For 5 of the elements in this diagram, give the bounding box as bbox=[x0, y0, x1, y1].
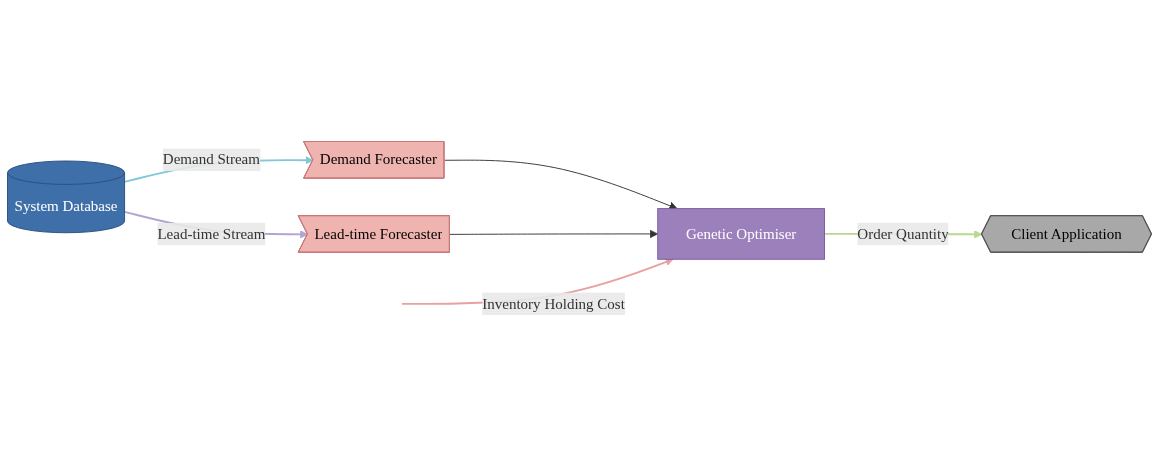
edge-label: Order Quantity bbox=[857, 225, 949, 242]
edge-label: Inventory Holding Cost bbox=[482, 295, 625, 312]
edge-label: Lead-time Stream bbox=[157, 225, 266, 242]
edge-label: Demand Stream bbox=[162, 151, 260, 168]
node-box: Genetic Optimiser bbox=[657, 208, 825, 261]
